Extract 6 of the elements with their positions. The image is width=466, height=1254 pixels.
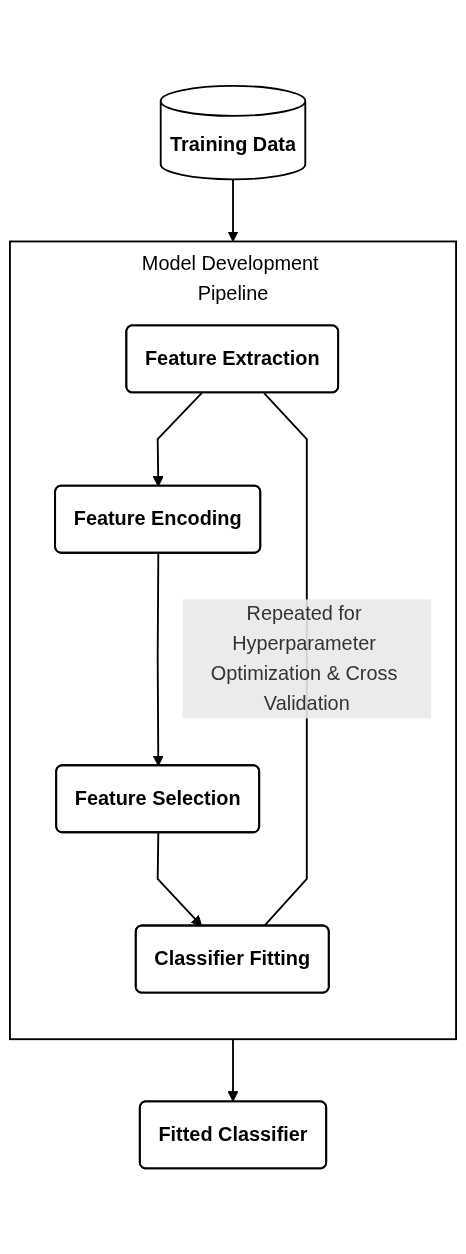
arrow (152, 552, 164, 767)
arrow (227, 178, 239, 242)
edge-label: Repeated for Hyperparameter Optimization & Cross Validation (210, 602, 398, 714)
arrow (156, 831, 203, 927)
arrow (152, 391, 203, 487)
arrow (227, 1038, 239, 1102)
